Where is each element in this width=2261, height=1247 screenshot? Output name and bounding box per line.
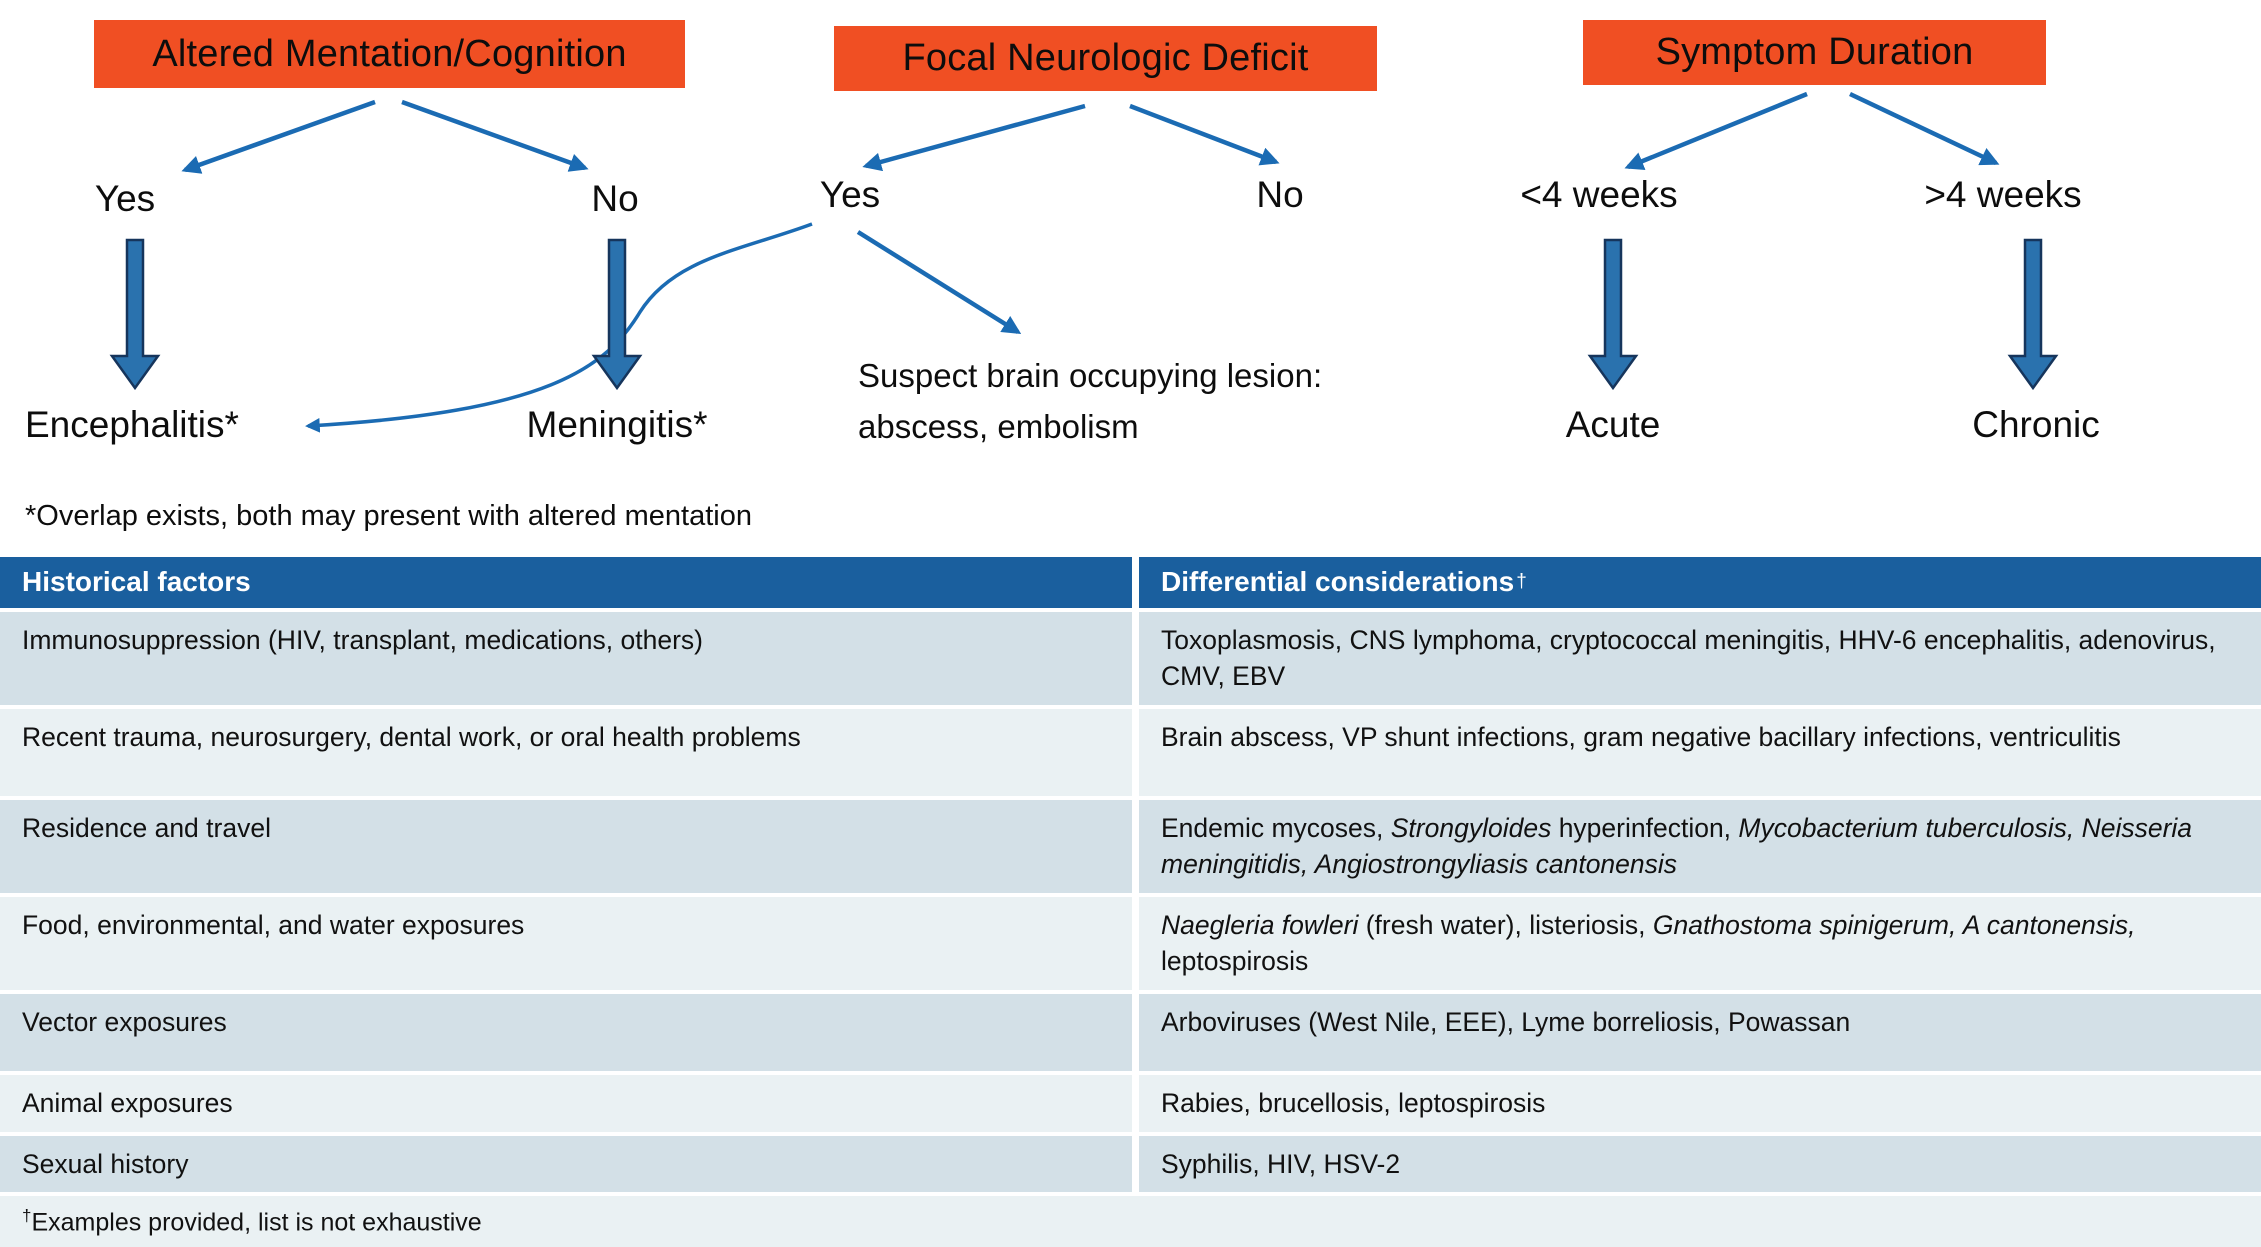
historical-factor-cell: Immunosuppression (HIV, transplant, medi… bbox=[0, 611, 1132, 705]
differential-considerations-cell: Arboviruses (West Nile, EEE), Lyme borre… bbox=[1139, 994, 2261, 1071]
differential-considerations-cell: Syphilis, HIV, HSV-2 bbox=[1139, 1135, 2261, 1193]
label-acute: Acute bbox=[1565, 404, 1661, 445]
arrow-duration-lt4 bbox=[1624, 91, 1808, 171]
consideration-text bbox=[2074, 813, 2081, 843]
consideration-text: Rabies, brucellosis, leptospirosis bbox=[1161, 1088, 1546, 1118]
label-focal-no: No bbox=[1256, 174, 1304, 215]
differential-considerations-cell: Naegleria fowleri (fresh water), listeri… bbox=[1139, 896, 2261, 990]
arrow-focal-yes bbox=[862, 103, 1086, 172]
arrow-duration-gt4 bbox=[1849, 91, 2000, 166]
block-arrow-meningitis bbox=[591, 238, 643, 391]
arrow-focal-no bbox=[1129, 103, 1280, 166]
consideration-text: (fresh water), listeriosis, bbox=[1358, 909, 1653, 940]
table-row: Vector exposures Arboviruses (West Nile, … bbox=[0, 994, 2261, 1071]
box-symptom-duration: Symptom Duration bbox=[1583, 20, 2046, 85]
label-meningitis: Meningitis* bbox=[526, 404, 708, 445]
consideration-text: Arboviruses (West Nile, EEE), Lyme borre… bbox=[1161, 1007, 1851, 1037]
arrow-yes-to-lesion bbox=[856, 230, 1022, 335]
consideration-text: Toxoplasmosis, CNS lymphoma, cryptococca… bbox=[1161, 624, 2216, 692]
box-altered-mentation: Altered Mentation/Cognition bbox=[94, 20, 685, 88]
header-differential-considerations-label: Differential considerations bbox=[1161, 566, 1515, 597]
page: { "colors":{ "box_orange":"#F04F23", "he… bbox=[0, 20, 2261, 1247]
historical-factor-cell: Food, environmental, and water exposures bbox=[0, 896, 1132, 990]
table-row: Food, environmental, and water exposures… bbox=[0, 896, 2261, 990]
label-lt4-weeks: <4 weeks bbox=[1520, 174, 1678, 215]
header-dagger: † bbox=[1516, 571, 1527, 593]
organism-name-italic: Mycobacterium tuberculosis, bbox=[1738, 812, 2075, 843]
table-header-row: Historical factors Differential consider… bbox=[0, 557, 2261, 608]
block-arrow-chronic bbox=[2007, 238, 2059, 391]
table-row: Immunosuppression (HIV, transplant, medi… bbox=[0, 611, 2261, 705]
consideration-text: hyperinfection, bbox=[1551, 812, 1739, 843]
note-suspect-lesion-line2: abscess, embolism bbox=[858, 408, 1139, 446]
header-historical-factors: Historical factors bbox=[0, 557, 1132, 608]
differential-considerations-cell: Toxoplasmosis, CNS lymphoma, cryptococca… bbox=[1139, 611, 2261, 705]
historical-factor-cell: Residence and travel bbox=[0, 799, 1132, 893]
label-encephalitis: Encephalitis* bbox=[25, 404, 239, 445]
historical-factor-cell: Sexual history bbox=[0, 1135, 1132, 1193]
table-footnote: †Examples provided, list is not exhausti… bbox=[0, 1196, 2261, 1247]
label-altered-no: No bbox=[591, 178, 639, 219]
consideration-text: Endemic mycoses, bbox=[1161, 812, 1391, 843]
organism-name-italic: Gnathostoma spinigerum, A cantonensis, bbox=[1652, 909, 2136, 940]
label-focal-yes: Yes bbox=[819, 174, 881, 215]
table-row: Recent trauma, neurosurgery, dental work… bbox=[0, 708, 2261, 796]
differential-considerations-cell: Endemic mycoses, Strongyloides hyperinfe… bbox=[1139, 799, 2261, 893]
consideration-text: Syphilis, HIV, HSV-2 bbox=[1161, 1148, 1401, 1179]
block-arrow-encephalitis bbox=[109, 238, 161, 391]
consideration-text: leptospirosis bbox=[1161, 946, 1309, 977]
note-suspect-lesion-line1: Suspect brain occupying lesion: bbox=[858, 357, 1323, 394]
consideration-text: Brain abscess, VP shunt infections, gram… bbox=[1161, 721, 2121, 752]
label-gt4-weeks: >4 weeks bbox=[1924, 174, 2082, 215]
organism-name-italic: Naegleria fowleri bbox=[1161, 909, 1359, 940]
note-suspect-lesion: Suspect brain occupying lesion: abscess,… bbox=[858, 350, 1322, 452]
table-body: Immunosuppression (HIV, transplant, medi… bbox=[0, 611, 2261, 1193]
label-altered-yes: Yes bbox=[94, 178, 156, 219]
differential-considerations-cell: Rabies, brucellosis, leptospirosis bbox=[1139, 1075, 2261, 1132]
differential-considerations-cell: Brain abscess, VP shunt infections, gram… bbox=[1139, 708, 2261, 796]
table-row: Sexual history Syphilis, HIV, HSV-2 bbox=[0, 1135, 2261, 1193]
curve-yes-to-encephalitis bbox=[305, 222, 813, 433]
arrow-altered-yes bbox=[181, 99, 376, 174]
block-arrow-acute bbox=[1587, 238, 1639, 391]
box-focal-neurologic-deficit: Focal Neurologic Deficit bbox=[834, 26, 1377, 91]
historical-factor-cell: Animal exposures bbox=[0, 1075, 1132, 1132]
header-differential-considerations: Differential considerations† bbox=[1139, 557, 2261, 608]
overlap-footnote: *Overlap exists, both may present with a… bbox=[25, 500, 752, 532]
header-historical-factors-label: Historical factors bbox=[22, 566, 251, 597]
historical-factor-cell: Recent trauma, neurosurgery, dental work… bbox=[0, 708, 1132, 796]
organism-name-italic: Strongyloides bbox=[1390, 812, 1552, 843]
historical-factor-cell: Vector exposures bbox=[0, 994, 1132, 1071]
organism-name-italic: Neisseria meningitidis, Angiostrongylias… bbox=[1161, 812, 2193, 880]
footnote-text: Examples provided, list is not exhaustiv… bbox=[31, 1208, 482, 1237]
label-chronic: Chronic bbox=[1972, 404, 2100, 445]
footnote-dagger: † bbox=[22, 1206, 32, 1226]
table-row: Animal exposures Rabies, brucellosis, lep… bbox=[0, 1075, 2261, 1132]
history-table: Historical factors Differential consider… bbox=[0, 557, 2261, 1247]
arrow-altered-no bbox=[401, 99, 589, 172]
